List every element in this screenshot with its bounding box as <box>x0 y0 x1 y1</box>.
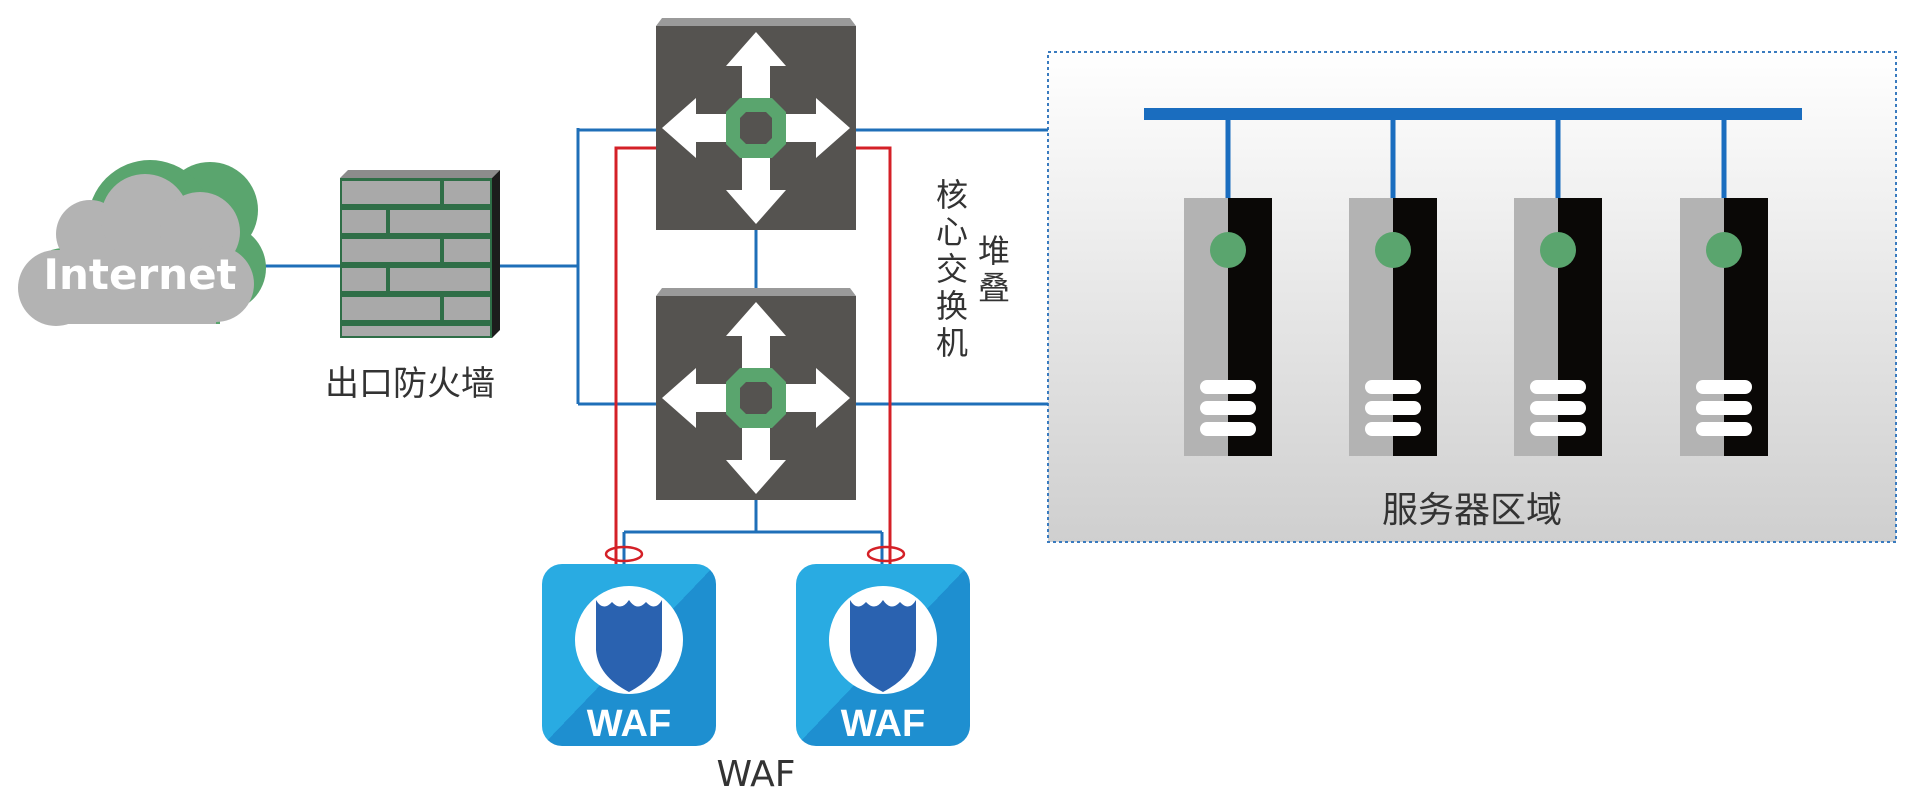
core-char-3: 交 <box>936 250 968 288</box>
server-status-icon <box>1706 232 1742 268</box>
waf-group-label: WAF <box>717 754 796 795</box>
server-bus <box>1144 108 1802 120</box>
waf-badge-label: WAF <box>587 703 671 745</box>
server-zone-frame <box>1047 51 1897 543</box>
server-status-icon <box>1540 232 1576 268</box>
cloud-icon: Internet <box>18 160 266 326</box>
waf-device-2: WAF <box>796 564 970 746</box>
shield-icon <box>596 600 662 692</box>
stack-label: 堆 叠 <box>978 232 1010 307</box>
server-3 <box>1514 198 1602 456</box>
waf-device-1: WAF <box>542 564 716 746</box>
server-drops <box>1225 120 1727 198</box>
core-char-4: 换 <box>936 287 968 325</box>
internet-label: Internet <box>43 250 236 299</box>
shield-icon <box>850 600 916 692</box>
firewall-icon: 出口防火墙 <box>325 170 500 404</box>
server-1 <box>1184 198 1272 456</box>
waf-badge-label: WAF <box>841 703 925 745</box>
link-red-waf2 <box>856 146 892 564</box>
core-char-1: 核 <box>936 176 968 214</box>
core-char-2: 心 <box>936 213 968 251</box>
stack-char-1: 堆 <box>978 232 1010 270</box>
link-red-waf1 <box>614 146 656 564</box>
server-zone-label: 服务器区域 <box>1382 490 1562 531</box>
server-status-icon <box>1375 232 1411 268</box>
server-4 <box>1680 198 1768 456</box>
core-switch-bottom <box>656 288 856 500</box>
link-aggregation-ring-1 <box>604 545 644 563</box>
stack-char-2: 叠 <box>978 269 1010 307</box>
core-char-5: 机 <box>936 324 968 362</box>
link-aggregation-ring-2 <box>866 545 906 563</box>
firewall-label: 出口防火墙 <box>325 364 495 404</box>
core-switch-top <box>656 18 856 230</box>
server-zone: 服务器区域 <box>1047 51 1897 543</box>
server-2 <box>1349 198 1437 456</box>
server-status-icon <box>1210 232 1246 268</box>
links-red <box>604 146 906 564</box>
core-switch-label: 核 心 交 换 机 <box>936 176 968 362</box>
